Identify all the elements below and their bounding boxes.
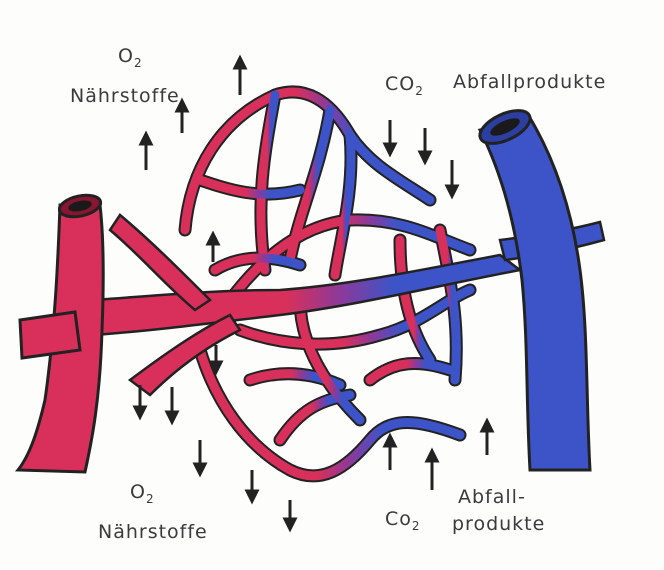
nutrients-label: Nährstoffe (70, 85, 180, 107)
waste-label: Abfallprodukte (453, 71, 606, 93)
svg-text:CO2: CO2 (385, 73, 424, 98)
o2-label: O (118, 45, 134, 67)
arrow-group-bottom-right (390, 425, 487, 490)
vein (475, 104, 590, 470)
svg-text:O2: O2 (130, 481, 155, 506)
svg-text:O2: O2 (118, 45, 143, 70)
waste-label-line-2: produkte (452, 513, 545, 535)
nutrients-label: Nährstoffe (98, 521, 208, 543)
artery (18, 192, 103, 472)
svg-text:Co2: Co2 (385, 508, 421, 533)
co2-label: CO (385, 73, 415, 95)
o2-label: O (130, 481, 146, 503)
co2-label: Co (385, 508, 412, 530)
label-bottom-right: Co2 Abfall- produkte (385, 486, 545, 535)
label-top-right: CO2 Abfallprodukte (385, 71, 606, 98)
label-top-left: O2 Nährstoffe (70, 45, 180, 107)
label-bottom-left: O2 Nährstoffe (98, 481, 208, 543)
waste-label-line-1: Abfall- (458, 486, 526, 508)
